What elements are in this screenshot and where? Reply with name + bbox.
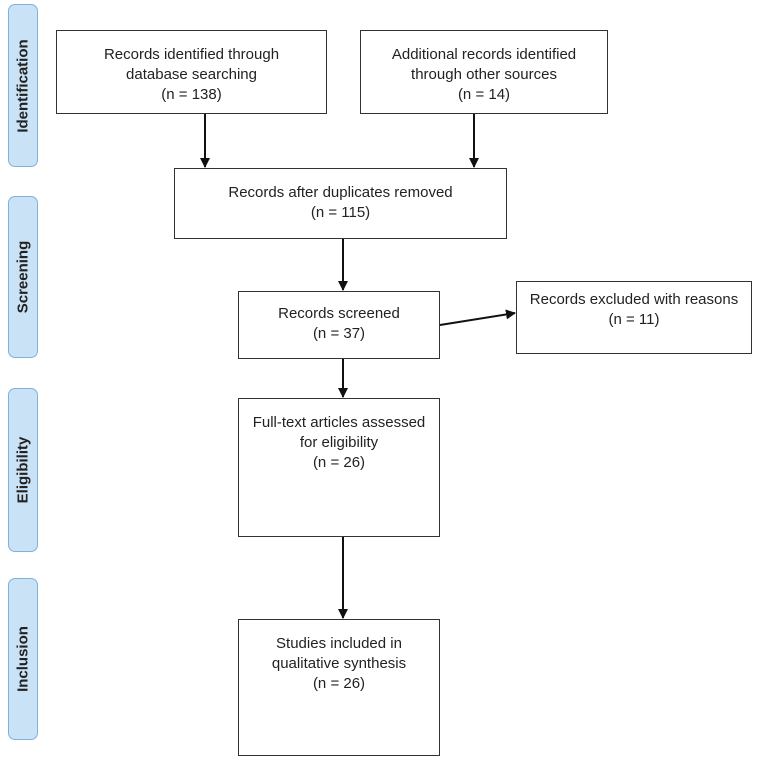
box-identified-database: Records identified through database sear… [56,30,327,114]
arrow-screened-to-excluded [439,309,516,326]
box-text: qualitative synthesis [271,655,407,672]
box-text: Records excluded with reasons [529,291,739,308]
box-text: Records identified through [103,46,280,63]
box-records-screened: Records screened (n = 37) [238,291,440,359]
box-studies-included: Studies included in qualitative synthesi… [238,619,440,756]
box-identified-other: Additional records identified through ot… [360,30,608,114]
box-text: Studies included in [276,635,402,652]
box-text: for eligibility [299,434,379,451]
box-text: Records after duplicates removed [228,184,453,201]
phase-eligibility: Eligibility [8,388,38,552]
box-count: (n = 14) [457,86,511,103]
box-records-excluded: Records excluded with reasons (n = 11) [516,281,752,354]
box-text: Full-text articles assessed [252,414,426,431]
phase-identification: Identification [8,4,38,167]
box-count: (n = 11) [608,311,660,328]
box-text: Additional records identified [391,46,577,63]
box-count: (n = 26) [312,675,366,692]
box-count: (n = 26) [312,454,366,471]
phase-inclusion: Inclusion [8,578,38,740]
box-after-duplicates: Records after duplicates removed (n = 11… [174,168,507,239]
box-count: (n = 37) [312,325,366,342]
box-count: (n = 138) [161,86,222,103]
box-text: database searching [126,66,257,83]
box-count: (n = 115) [310,204,371,221]
box-fulltext-assessed: Full-text articles assessed for eligibil… [238,398,440,537]
box-text: through other sources [411,66,557,83]
box-text: Records screened [278,305,400,322]
phase-screening: Screening [8,196,38,358]
